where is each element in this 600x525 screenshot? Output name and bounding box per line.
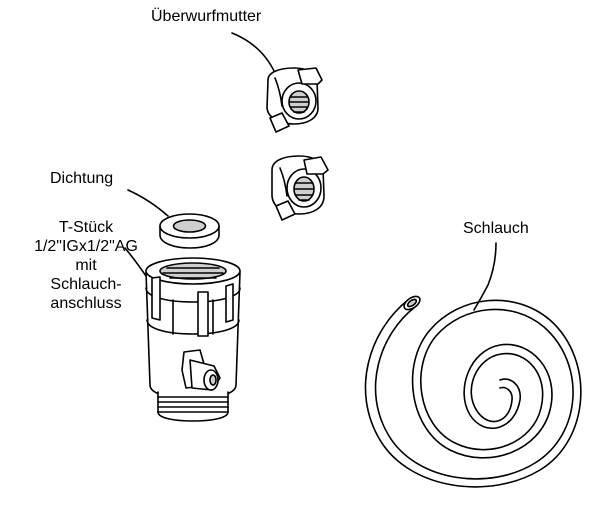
hose-leader	[474, 243, 496, 310]
label-tee-piece-line1: T-Stück	[58, 219, 114, 236]
label-tee-piece: T-Stück 1/2"IGx1/2"AG mit Schlauch- ansc…	[33, 218, 139, 313]
tee-piece	[146, 258, 240, 421]
union-nut-bottom	[272, 156, 328, 220]
gasket	[160, 214, 219, 248]
label-tee-piece-line2: 1/2"IGx1/2"AG	[34, 238, 138, 255]
hose-coil	[365, 294, 580, 487]
gasket-leader	[128, 190, 168, 216]
label-tee-piece-line5: anschluss	[50, 295, 122, 312]
label-tee-piece-line4: Schlauch-	[50, 276, 122, 293]
union-nut-leader	[232, 33, 275, 73]
union-nut-top	[267, 68, 322, 132]
label-union-nut: Überwurfmutter	[151, 8, 262, 25]
label-gasket: Dichtung	[50, 170, 114, 187]
label-tee-piece-line3: mit	[75, 257, 97, 274]
tee-piece-leader	[125, 248, 146, 276]
label-hose: Schlauch	[463, 220, 529, 237]
